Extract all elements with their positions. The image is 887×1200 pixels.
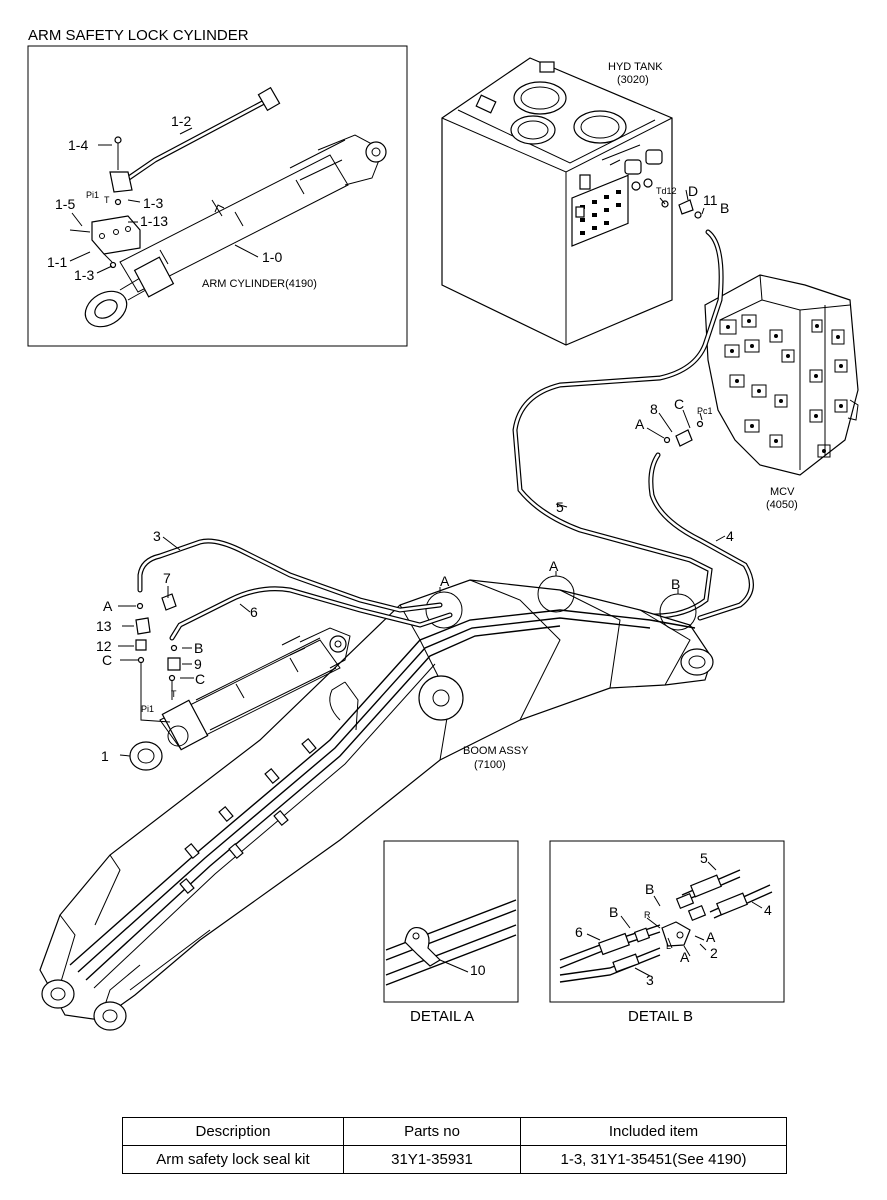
label-13: 13 xyxy=(96,618,112,634)
cell-parts-no: 31Y1-35931 xyxy=(343,1145,521,1174)
tank-fittings: Td12 D 11 B xyxy=(656,183,729,219)
label-hose-5: 5 xyxy=(556,499,564,515)
label-pi1-cyl: Pi1 xyxy=(141,704,154,714)
detail-a-box: 10 DETAIL A xyxy=(383,840,519,1025)
cell-description: Arm safety lock seal kit xyxy=(122,1145,344,1174)
label-arm-cylinder: ARM CYLINDER(4190) xyxy=(202,278,317,290)
boom-code: (7100) xyxy=(474,759,506,771)
inset-frame xyxy=(27,45,408,347)
label-c-mcv: C xyxy=(674,396,684,412)
mcv-name: MCV xyxy=(770,486,795,498)
label-12: 12 xyxy=(96,638,112,654)
main-arm-cylinder: 1 xyxy=(101,627,351,771)
label-1-1: 1-1 xyxy=(47,254,67,270)
boom-name: BOOM ASSY xyxy=(463,745,529,757)
label-1-0: 1-0 xyxy=(262,249,282,265)
label-11: 11 xyxy=(703,192,718,208)
pipe-1-2 xyxy=(117,86,281,187)
label-detail-a-2: A xyxy=(549,558,559,574)
hose-5: 5 xyxy=(437,229,724,619)
label-db-b2: B xyxy=(609,904,618,920)
detail-b-caption: DETAIL B xyxy=(628,1008,693,1025)
label-pi1-inset: Pi1 xyxy=(86,190,99,200)
label-a-cyl: A xyxy=(103,598,113,614)
table-row: Arm safety lock seal kit 31Y1-35931 1-3,… xyxy=(122,1145,787,1174)
label-db-b1: B xyxy=(645,881,654,897)
label-db-5: 5 xyxy=(700,850,708,866)
seal-kit-table: Description Parts no Included item Arm s… xyxy=(122,1117,787,1174)
label-detail-a-1: A xyxy=(440,573,450,589)
boom-assembly: A A B BOOM ASSY (7100) xyxy=(39,558,714,1031)
mcv-code: (4050) xyxy=(766,499,798,511)
lock-valve-block xyxy=(69,136,141,269)
label-hose-3: 3 xyxy=(153,528,161,544)
label-c-cyl-1: C xyxy=(102,652,112,668)
label-db-a1: A xyxy=(706,929,716,945)
label-1-2: 1-2 xyxy=(171,113,191,129)
label-b-tank: B xyxy=(720,200,729,216)
detail-b-frame xyxy=(549,840,785,1003)
label-cylinder-1: 1 xyxy=(101,748,109,764)
label-9: 9 xyxy=(194,656,202,672)
tank-name: HYD TANK xyxy=(608,61,663,73)
label-7: 7 xyxy=(163,570,171,586)
hose-6: 6 xyxy=(169,586,453,641)
mcv-valve: MCV (4050) xyxy=(704,274,859,511)
label-1-4: 1-4 xyxy=(68,137,88,153)
detail-a-caption: DETAIL A xyxy=(410,1008,474,1025)
arm-cylinder-drawing xyxy=(84,134,387,328)
label-a-mcv: A xyxy=(635,416,645,432)
label-hose-4: 4 xyxy=(726,528,734,544)
label-db-a2: A xyxy=(680,949,690,965)
cell-included-item: 1-3, 31Y1-35451(See 4190) xyxy=(520,1145,787,1174)
label-t-inset: T xyxy=(104,195,110,205)
label-pc1: Pc1 xyxy=(697,406,713,416)
label-8: 8 xyxy=(650,401,658,417)
header-included-item: Included item xyxy=(520,1117,787,1146)
label-d-tank: D xyxy=(688,183,698,199)
header-parts-no: Parts no xyxy=(343,1117,521,1146)
label-hose-6: 6 xyxy=(250,604,258,620)
label-c-cyl-2: C xyxy=(195,671,205,687)
label-db-6: 6 xyxy=(575,924,583,940)
label-1-3-top: 1-3 xyxy=(143,195,163,211)
hose-3: 3 xyxy=(137,528,443,613)
label-db-4: 4 xyxy=(764,902,772,918)
label-b-cyl: B xyxy=(194,640,203,656)
inset-arm-cylinder: 1-2 1-4 1-3 1-5 Pi1 T 1-13 1-1 1-3 1-0 A… xyxy=(27,45,408,347)
mcv-fittings: A 8 C Pc1 xyxy=(635,396,713,447)
label-td12: Td12 xyxy=(656,186,677,196)
label-detail-b: B xyxy=(671,576,680,592)
label-1-13: 1-13 xyxy=(140,213,168,229)
table-header-row: Description Parts no Included item xyxy=(122,1117,787,1146)
header-description: Description xyxy=(122,1117,344,1146)
hose-4: 4 xyxy=(648,452,754,621)
detail-b-box: 5 4 B B R L A A 2 6 3 DETAIL B xyxy=(549,840,785,1025)
cylinder-fittings: 7 A 13 12 C B 9 C T Pi1 xyxy=(96,570,205,723)
label-10: 10 xyxy=(470,962,486,978)
label-db-3: 3 xyxy=(646,972,654,988)
label-db-r: R xyxy=(644,910,651,920)
label-db-2: 2 xyxy=(710,945,718,961)
label-db-l: L xyxy=(666,941,671,951)
hyd-tank: HYD TANK (3020) xyxy=(441,57,673,346)
tank-code: (3020) xyxy=(617,74,649,86)
label-1-5: 1-5 xyxy=(55,196,75,212)
detail-a-frame xyxy=(383,840,519,1003)
label-t-cyl: T xyxy=(171,689,177,699)
diagram-title: ARM SAFETY LOCK CYLINDER xyxy=(28,27,249,44)
label-1-3-bottom: 1-3 xyxy=(74,267,94,283)
